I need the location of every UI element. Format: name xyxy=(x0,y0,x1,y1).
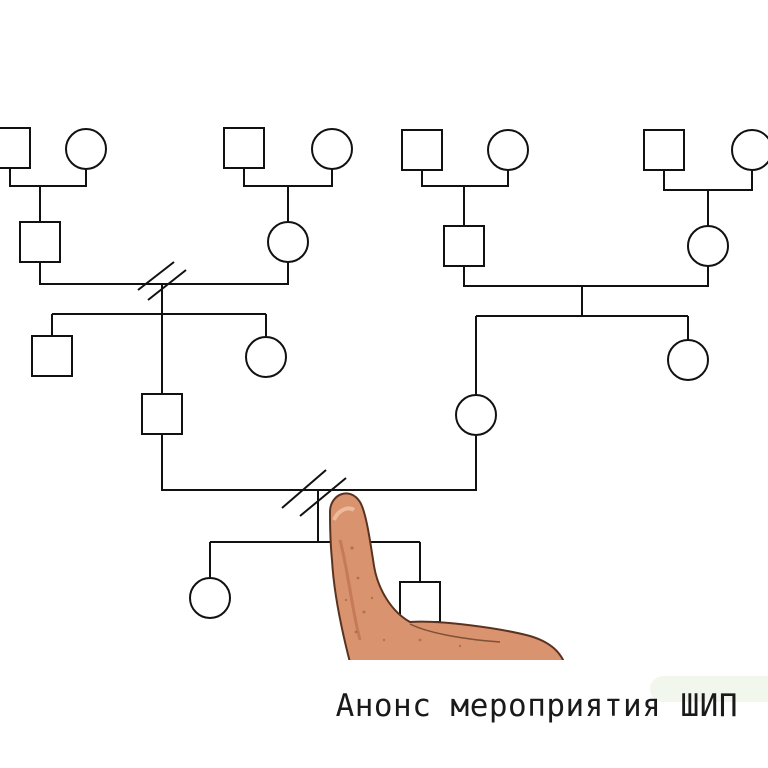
female-symbol xyxy=(487,129,529,171)
male-symbol xyxy=(643,129,685,171)
female-symbol xyxy=(311,128,353,170)
female-symbol xyxy=(455,394,497,436)
male-symbol xyxy=(223,127,265,169)
male-symbol xyxy=(399,581,441,623)
male-symbol xyxy=(0,127,31,169)
generation-3 xyxy=(31,335,709,436)
female-symbol xyxy=(267,221,309,263)
generation-1 xyxy=(0,127,768,171)
caption-text: Анонс мероприятия ШИП xyxy=(335,688,738,724)
female-symbol xyxy=(667,339,709,381)
male-symbol xyxy=(19,221,61,263)
divorce-mark-upper xyxy=(137,261,187,301)
caption-bar xyxy=(0,660,768,768)
watermark-badge xyxy=(650,676,768,702)
female-symbol xyxy=(189,577,231,619)
divorce-mark-lower xyxy=(281,469,347,517)
male-symbol xyxy=(31,335,73,377)
generation-4 xyxy=(189,577,441,623)
female-symbol xyxy=(687,225,729,267)
generation-2 xyxy=(19,221,729,267)
connector-lines xyxy=(9,168,753,582)
female-symbol xyxy=(65,128,107,170)
male-symbol xyxy=(443,225,485,267)
female-symbol xyxy=(731,129,768,171)
female-symbol xyxy=(245,336,287,378)
male-symbol xyxy=(401,129,443,171)
male-symbol xyxy=(141,393,183,435)
